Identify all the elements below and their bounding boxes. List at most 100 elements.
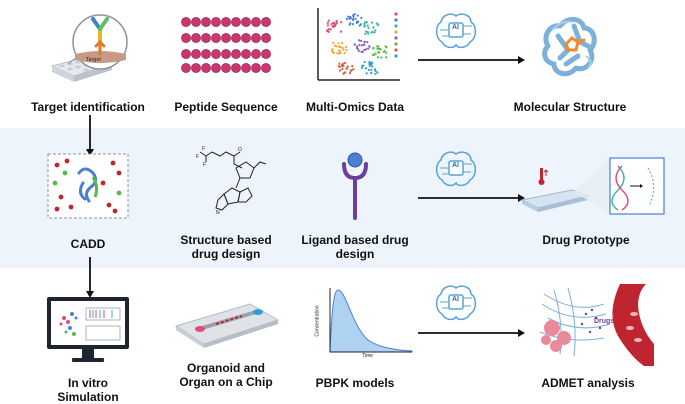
scatter-dot [331,48,334,51]
scatter-dot [372,26,375,29]
molecule-dot [106,202,112,208]
scatter-dot [338,49,342,52]
scatter-dot [370,65,374,68]
peptide-sequence-illustration [178,14,274,74]
scatter-dot [374,52,377,55]
ai-badge: AI [452,24,459,31]
legend-dot [394,54,398,58]
peptide-bead [201,33,211,43]
legend-dot [394,30,398,34]
scatter-dot [359,23,362,26]
scatter-dot [340,63,344,67]
scatter-dot [354,17,357,20]
legend-dot [394,42,398,46]
scatter-dot [348,71,352,75]
down-arrow-2 [85,257,95,299]
scatter-dot [359,39,363,43]
legend-dot [394,12,398,16]
peptide-bead [221,17,231,27]
scatter-dot [367,26,370,29]
molecule-dot [54,206,60,212]
scatter-dot [339,69,342,72]
scatter-dot [377,56,380,59]
scatter-dot [364,32,367,35]
molecule-dot [112,208,118,214]
label-in-vitro-simulation: In vitro Simulation [57,376,119,404]
scatter-dot [374,72,377,76]
scatter-dot [378,51,381,54]
scatter-dot [353,13,356,16]
scatter-dot [379,48,382,51]
scatter-dot [327,19,330,22]
scatter-dot [352,13,355,17]
peptide-bead [211,17,221,27]
scatter-dot [385,56,388,59]
peptide-bead [211,33,221,43]
peptide-bead [251,63,261,73]
scatter-dot [366,24,369,27]
scatter-dot [357,49,360,52]
molecular-structure-illustration [538,6,602,82]
scatter-dot [339,30,343,33]
svg-text:O: O [238,147,242,153]
peptide-bead [221,33,231,43]
structure-based-molecule-illustration: F F F O N [196,142,270,220]
peptide-bead [191,49,201,59]
peptide-bead [261,33,271,43]
peptide-bead [191,17,201,27]
ai-arrow [418,55,526,65]
scatter-dot [345,45,348,49]
scatter-dot [352,15,355,18]
scatter-dot [351,22,355,26]
legend-dot [394,36,398,40]
peptide-bead [241,33,251,43]
scatter-dot [335,22,338,25]
target-tag: Target [86,57,101,63]
drugs-tag: Drugs [594,318,615,325]
peptide-bead [241,49,251,59]
label-peptide-sequence: Peptide Sequence [174,100,278,114]
scatter-dot [351,65,354,68]
peptide-bead [181,17,191,27]
in-vitro-monitor-illustration [46,296,130,364]
scatter-dot [368,60,371,64]
legend-dot [394,48,398,52]
legend-dot [394,24,398,28]
scatter-dot [373,31,376,34]
scatter-dot [342,48,345,51]
scatter-dot [327,28,330,31]
molecule-dot [100,180,106,186]
scatter-dot [340,41,344,45]
scatter-dot [333,44,337,47]
scatter-dot [360,66,364,69]
scatter-dot [363,22,366,25]
target-identification-illustration [50,8,128,90]
ai-arrow [418,328,526,338]
scatter-dot [333,22,336,26]
scatter-dot [343,61,347,65]
peptide-bead [201,63,211,73]
molecule-dot [54,162,60,168]
label-multi-omics-data: Multi-Omics Data [305,100,405,114]
peptide-bead [241,17,251,27]
scatter-dot [366,30,369,34]
peptide-bead [201,49,211,59]
label-structure-based-drug-design: Structure based drug design [180,233,272,261]
scatter-dot [367,47,370,50]
label-ligand-based-drug-design: Ligand based drug design [301,233,409,261]
scatter-dot [340,21,343,24]
peptide-bead [231,63,241,73]
scatter-dot [339,45,342,49]
svg-text:F: F [202,146,205,152]
scatter-dot [348,17,351,20]
label-admet-analysis: ADMET analysis [541,376,635,390]
scatter-dot [380,56,383,59]
scatter-dot [370,61,373,64]
pbpk-ylabel: Concentration [314,305,321,337]
admet-illustration [534,284,654,366]
scatter-dot [326,24,330,27]
down-arrow-1 [85,115,95,157]
scatter-dot [358,43,361,47]
label-cadd: CADD [70,237,106,251]
scatter-dot [376,71,379,74]
